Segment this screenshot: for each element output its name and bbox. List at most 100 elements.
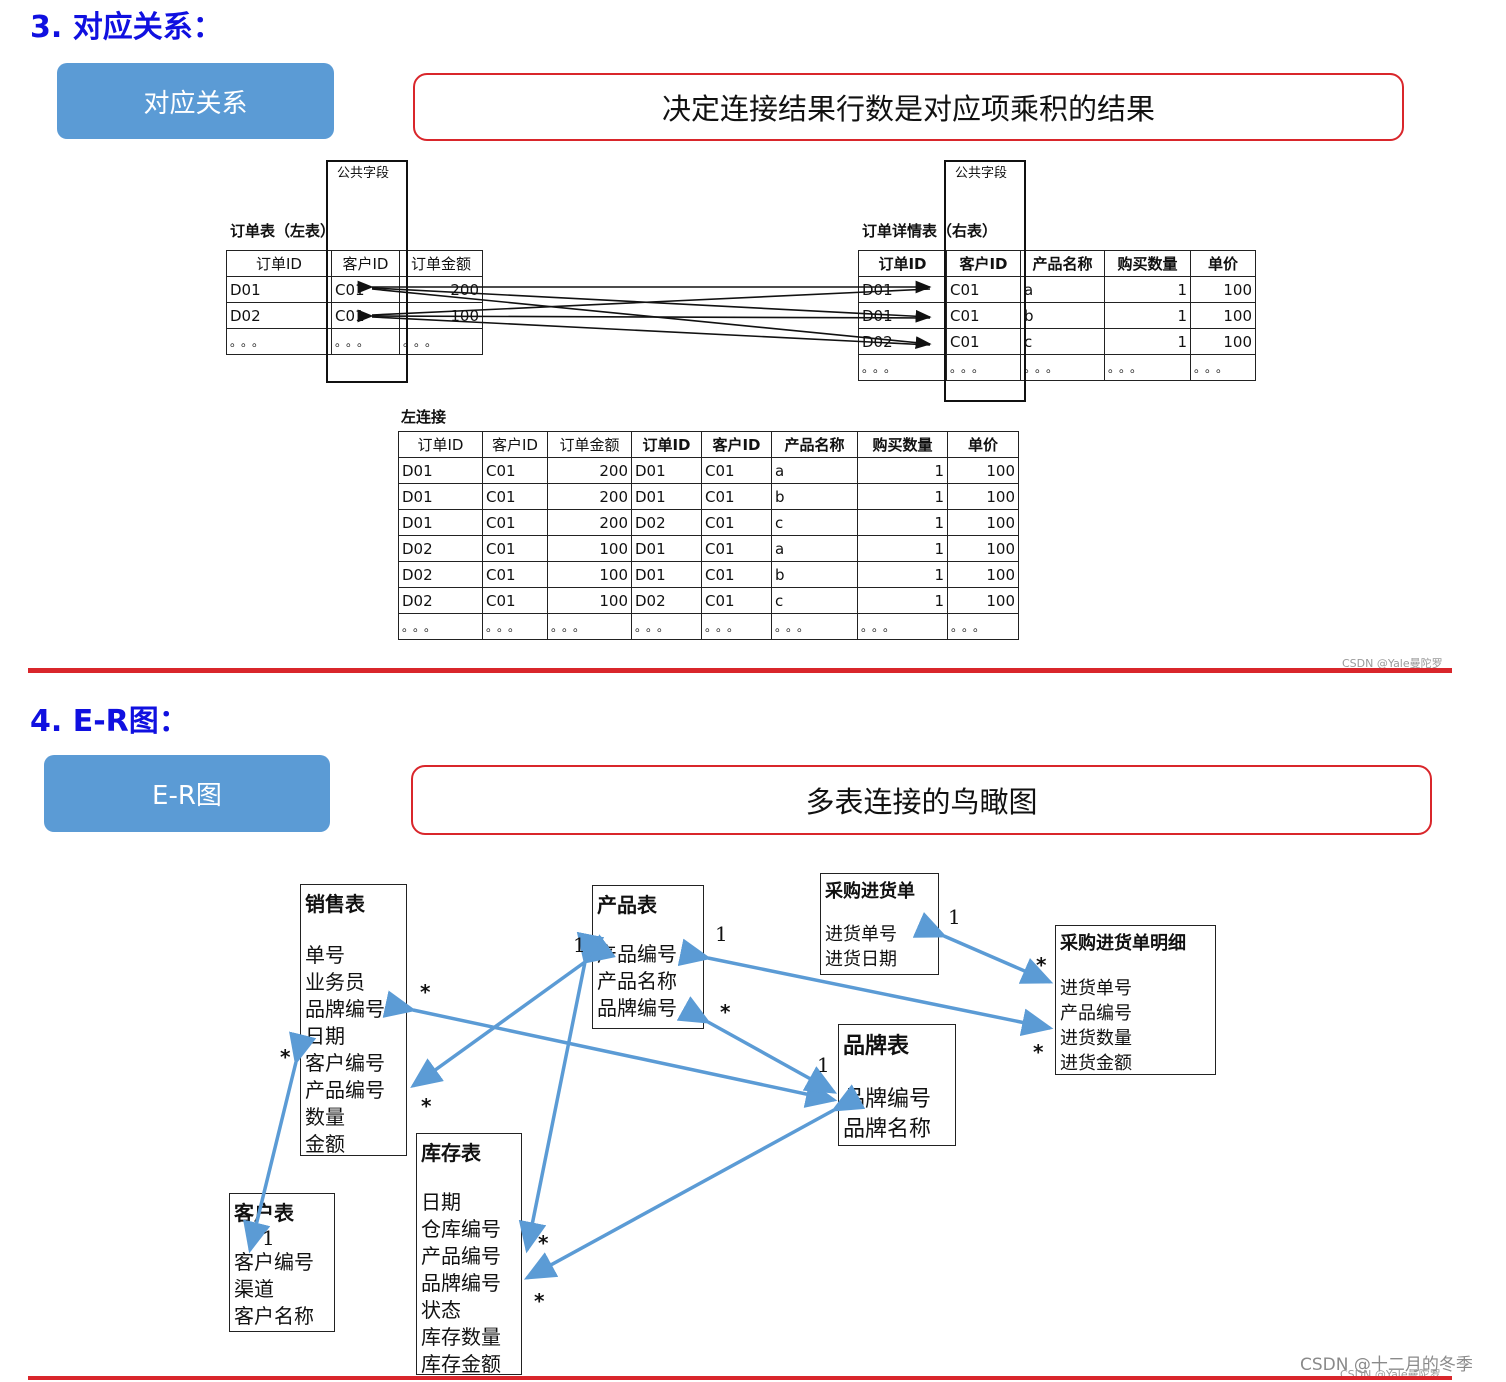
callout-er: 多表连接的鸟瞰图 bbox=[411, 765, 1432, 835]
entity-field: 业务员 bbox=[305, 970, 365, 994]
cell: 1 bbox=[1104, 276, 1191, 303]
cell: 100 bbox=[547, 561, 632, 588]
multiplicity-many: * bbox=[1033, 1040, 1044, 1064]
cell: D02 bbox=[398, 587, 483, 614]
col-header: 单价 bbox=[947, 431, 1019, 458]
cell: C01 bbox=[946, 302, 1021, 329]
cell: 1 bbox=[857, 457, 948, 484]
entity-field: 仓库编号 bbox=[421, 1217, 501, 1241]
multiplicity-many: * bbox=[534, 1289, 545, 1313]
cell: 100 bbox=[947, 483, 1019, 510]
cell: D01 bbox=[631, 561, 702, 588]
col-header: 订单ID bbox=[398, 431, 483, 458]
cell: 100 bbox=[547, 535, 632, 562]
table-row: 。。。 。。。 。。。 。。。 。。。 。。。 。。。 。。。 bbox=[398, 613, 1019, 640]
col-header: 订单ID bbox=[858, 250, 947, 277]
table-header-row: 订单ID 客户ID 订单金额 bbox=[226, 250, 483, 277]
entity-field: 产品编号 bbox=[305, 1078, 385, 1102]
table-row: D01 C01 b 1 100 bbox=[858, 302, 1256, 329]
ellipsis-cell: 。。。 bbox=[947, 613, 1019, 640]
entity-field: 库存金额 bbox=[421, 1352, 501, 1376]
watermark-section3: CSDN @Yale曼陀罗 bbox=[1342, 657, 1443, 670]
cell: C01 bbox=[946, 276, 1021, 303]
ellipsis-cell: 。。。 bbox=[226, 328, 332, 355]
entity-field: 进货单号 bbox=[1060, 978, 1132, 999]
relation-product-inventory bbox=[518, 931, 605, 1254]
cell: D02 bbox=[226, 302, 332, 329]
ellipsis-cell: 。。。 bbox=[482, 613, 548, 640]
cell: D01 bbox=[631, 457, 702, 484]
cell: C01 bbox=[946, 328, 1021, 355]
multiplicity-one: 1 bbox=[817, 1053, 830, 1077]
col-header: 客户ID bbox=[946, 250, 1021, 277]
cell: C01 bbox=[482, 509, 548, 536]
section3-heading: 3. 对应关系： bbox=[30, 10, 223, 45]
ellipsis-cell: 。。。 bbox=[1104, 354, 1191, 381]
public-field-box-left bbox=[326, 160, 408, 383]
ellipsis-cell: 。。。 bbox=[771, 613, 858, 640]
entity-field: 库存数量 bbox=[421, 1325, 501, 1349]
entity-title: 采购进货单明细 bbox=[1060, 933, 1186, 954]
multiplicity-many: * bbox=[280, 1045, 291, 1069]
section4-heading: 4. E-R图： bbox=[30, 704, 189, 739]
multiplicity-many: * bbox=[421, 1094, 432, 1118]
table-header-row: 订单ID 客户ID 产品名称 购买数量 单价 bbox=[858, 250, 1256, 277]
cell: D01 bbox=[398, 457, 483, 484]
arrow-line bbox=[371, 288, 931, 316]
col-header: 订单金额 bbox=[399, 250, 483, 277]
cell: 1 bbox=[857, 483, 948, 510]
entity-field: 品牌编号 bbox=[421, 1271, 501, 1295]
entity-field: 产品编号 bbox=[1060, 1003, 1132, 1024]
join-table-caption: 左连接 bbox=[401, 408, 447, 426]
cell: C01 bbox=[701, 587, 772, 614]
cell: D02 bbox=[398, 535, 483, 562]
relation-sales-customer bbox=[243, 1031, 317, 1254]
right-table-caption: 订单详情表（右表） bbox=[862, 222, 998, 240]
col-header: 产品名称 bbox=[771, 431, 858, 458]
cell: C01 bbox=[701, 457, 772, 484]
entity-field: 日期 bbox=[421, 1190, 461, 1214]
cell: 1 bbox=[857, 561, 948, 588]
multiplicity-many: * bbox=[538, 1231, 549, 1255]
left-table-caption: 订单表（左表） bbox=[230, 222, 336, 240]
cell: 100 bbox=[947, 587, 1019, 614]
cell: 100 bbox=[1190, 328, 1256, 355]
relation-purchase-detail bbox=[912, 912, 1054, 984]
col-header: 订单ID bbox=[631, 431, 702, 458]
entity-field: 状态 bbox=[421, 1298, 461, 1322]
correspondence-arrows bbox=[357, 280, 932, 349]
col-header: 客户ID bbox=[701, 431, 772, 458]
col-header: 购买数量 bbox=[1104, 250, 1191, 277]
entity-title: 库存表 bbox=[421, 1141, 481, 1165]
ellipsis-cell: 。。。 bbox=[398, 613, 483, 640]
cell: a bbox=[771, 457, 858, 484]
cell: 100 bbox=[547, 587, 632, 614]
relation-product-brand bbox=[676, 996, 838, 1094]
ellipsis-cell: 。。。 bbox=[701, 613, 772, 640]
entity-field: 进货数量 bbox=[1060, 1028, 1132, 1049]
col-header: 订单金额 bbox=[547, 431, 632, 458]
public-field-label-right: 公共字段 bbox=[955, 166, 1008, 181]
entity-field: 渠道 bbox=[234, 1277, 274, 1301]
entity-field: 客户编号 bbox=[234, 1250, 314, 1274]
left-join-table: 订单ID 客户ID 订单金额 订单ID 客户ID 产品名称 购买数量 单价 D0… bbox=[398, 431, 1019, 640]
cell: b bbox=[1020, 302, 1105, 329]
ellipsis-cell: 。。。 bbox=[858, 354, 947, 381]
cell: c bbox=[1020, 328, 1105, 355]
multiplicity-one: 1 bbox=[715, 922, 728, 946]
left-table: 订单ID 客户ID 订单金额 D01 C01 200 D02 C01 100 。… bbox=[226, 250, 483, 355]
public-field-label-left: 公共字段 bbox=[337, 166, 390, 181]
pill-er: E-R图 bbox=[44, 755, 330, 832]
cell: b bbox=[771, 483, 858, 510]
multiplicity-many: * bbox=[720, 1000, 731, 1024]
section-divider bbox=[28, 668, 1452, 673]
arrow-line bbox=[371, 316, 931, 346]
ellipsis-cell: 。。。 bbox=[946, 354, 1021, 381]
col-header: 产品名称 bbox=[1020, 250, 1105, 277]
cell: 1 bbox=[857, 587, 948, 614]
cell: C01 bbox=[482, 535, 548, 562]
table-row: 。。。 。。。 。。。 。。。 。。。 bbox=[858, 354, 1256, 381]
